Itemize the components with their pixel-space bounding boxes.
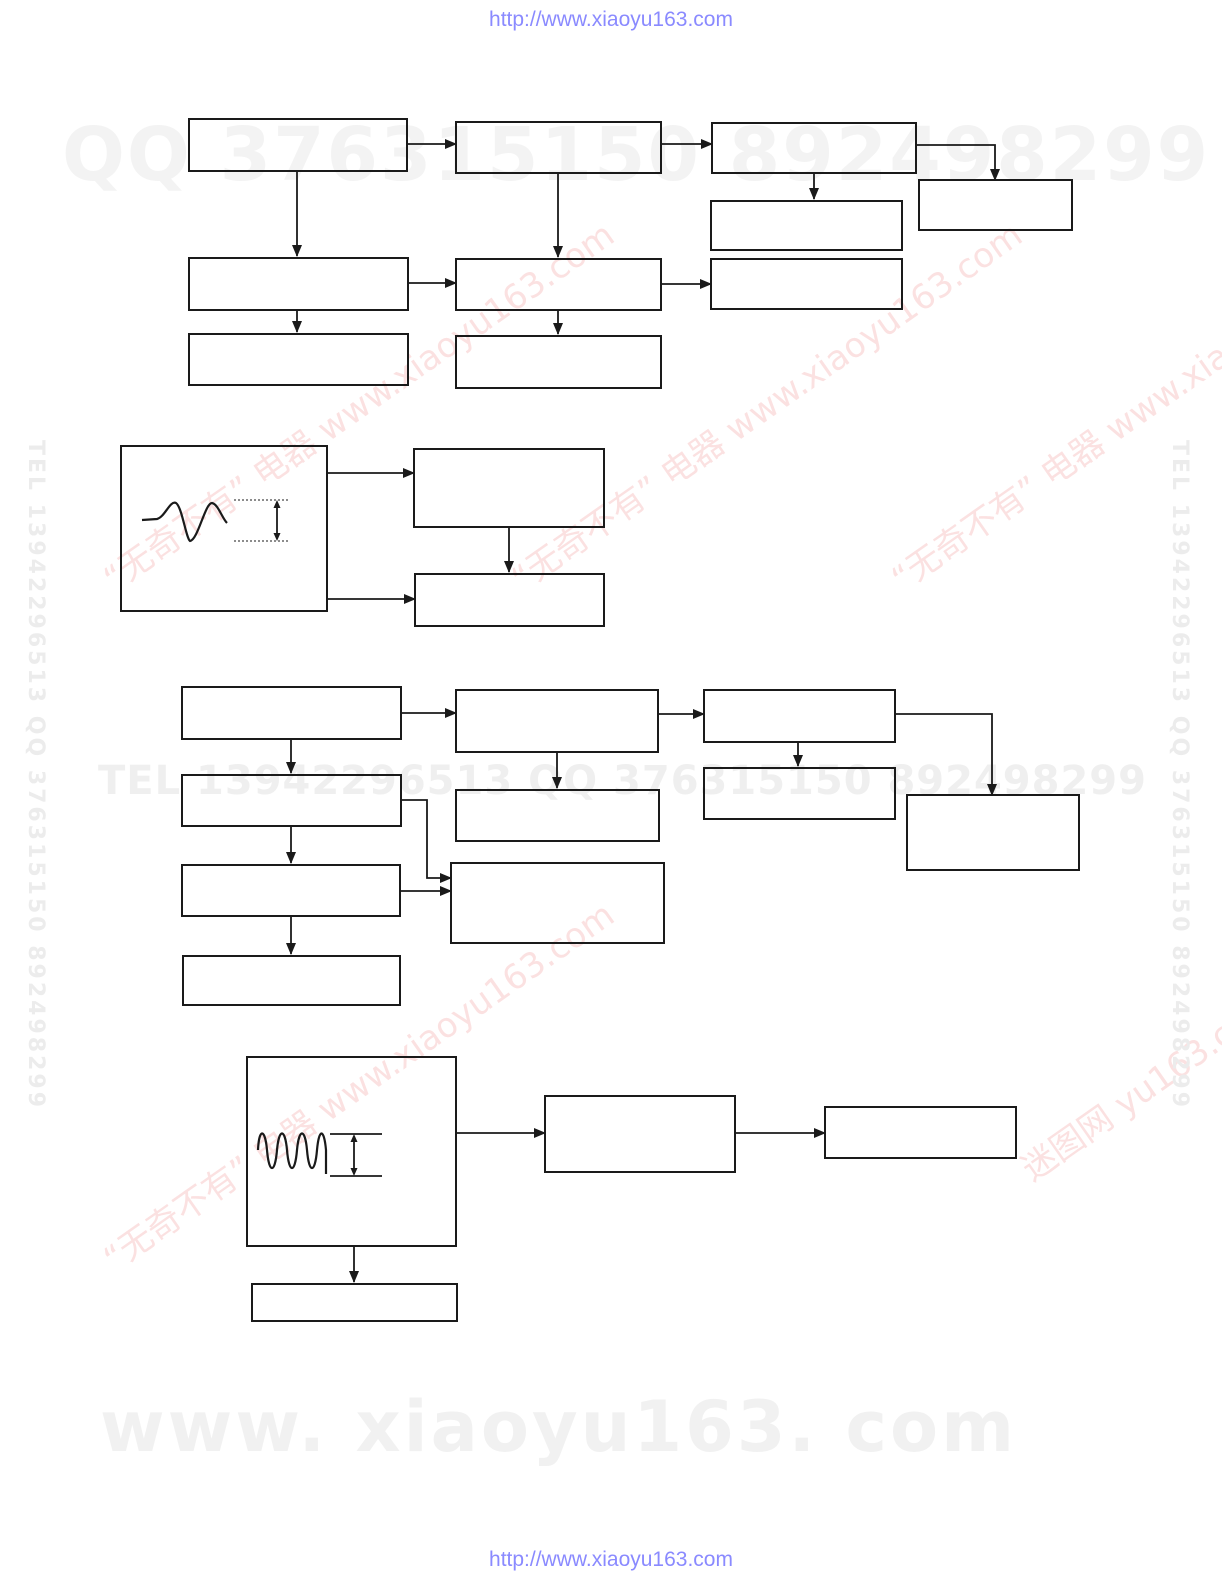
watermark-tel: TEL 13942296513 QQ 376315150 892498299 <box>98 758 1147 804</box>
box-s2-r2 <box>414 573 605 627</box>
box-s3-r3c2 <box>450 862 665 944</box>
box-s2-r1 <box>413 448 605 528</box>
box-s3-r2c3 <box>703 767 896 820</box>
box-s1-r3c1 <box>188 333 409 386</box>
box-s1-r1c1 <box>188 118 408 172</box>
box-s4-r1 <box>544 1095 736 1173</box>
box-s3-r1c1 <box>181 686 402 740</box>
box-s4-r2 <box>824 1106 1017 1159</box>
box-s1-r3c3 <box>710 258 903 310</box>
watermark-qq: QQ 376315150 892498299 <box>62 112 1211 198</box>
box-s1-r1c3 <box>711 122 917 174</box>
waveform-pulse-icon <box>141 501 228 543</box>
arrow-s3-c <box>895 713 997 796</box>
arrow-s1-c <box>916 144 1000 181</box>
footer-url[interactable]: http://www.xiaoyu163.com <box>489 1548 733 1571</box>
box-s3-r2c1 <box>181 774 402 827</box>
box-s1-r3c2 <box>455 335 662 389</box>
header-url[interactable]: http://www.xiaoyu163.com <box>489 8 733 31</box>
section-3 <box>181 686 1080 1006</box>
box-s3-r2c4 <box>906 794 1080 871</box>
box-s1-r1c2 <box>455 121 662 174</box>
box-s3-r4c1 <box>182 955 401 1006</box>
box-s1-r2c1 <box>188 257 409 311</box>
box-s1-r2c2 <box>455 258 662 311</box>
box-s4-r3 <box>251 1283 458 1322</box>
box-s2-waveform <box>120 445 328 612</box>
box-s3-r1c2 <box>455 689 659 753</box>
box-s3-r2c2 <box>455 789 660 842</box>
section-4 <box>246 1056 1017 1322</box>
section-2 <box>120 445 605 627</box>
watermark-site: www. xiaoyu163. com <box>100 1386 1018 1468</box>
box-s4-waveform <box>246 1056 457 1247</box>
section-1 <box>188 118 1073 389</box>
waveform-sine-icon <box>256 1132 328 1174</box>
arrow-s3-i <box>401 799 452 883</box>
box-s1-r1c4 <box>918 179 1073 231</box>
box-s1-r2c3 <box>710 200 903 251</box>
box-s3-r1c3 <box>703 689 896 743</box>
box-s3-r3c1 <box>181 864 401 917</box>
